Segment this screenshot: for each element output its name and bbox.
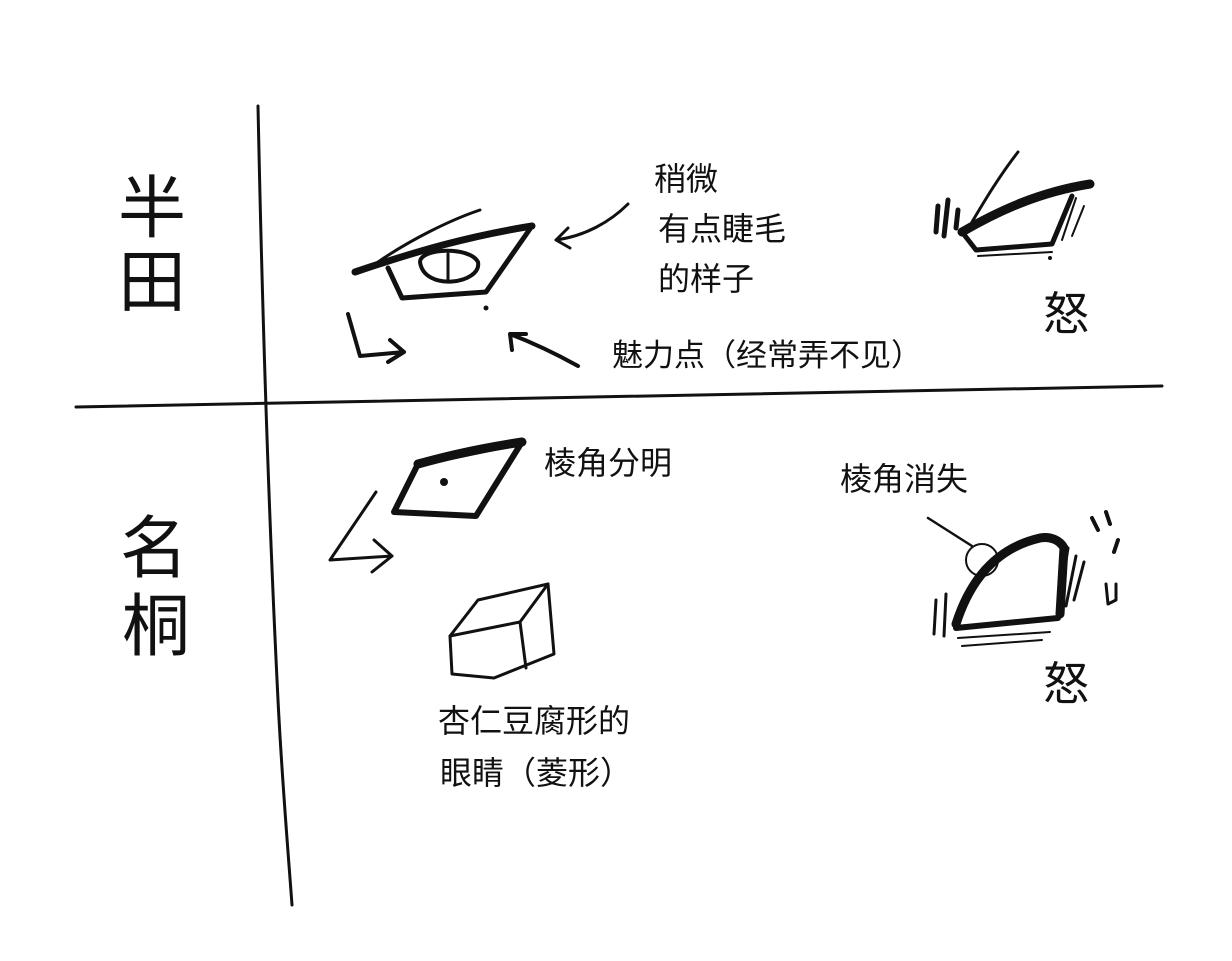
lash-note-3: 的样子 [658, 260, 754, 298]
eye-corner-arrow-bottom [328, 490, 394, 574]
sharp-corners-note: 棱角分明 [544, 444, 672, 482]
charm-point-arrow [508, 332, 580, 368]
lash-note-2: 有点睫毛 [658, 210, 786, 248]
angry-label-top: 怒 [1043, 287, 1089, 341]
corners-vanish-note: 棱角消失 [840, 460, 968, 498]
vertical-divider [256, 104, 294, 907]
handa-angry-eye-drawing [933, 150, 1095, 260]
lash-arrow [554, 202, 630, 250]
almond-tofu-cube-drawing [448, 582, 556, 680]
eye-corner-arrow [346, 312, 406, 364]
angry-label-bottom: 怒 [1043, 657, 1089, 711]
lash-note-1: 稍微 [654, 160, 718, 198]
row-label-top-1: 半 [118, 170, 186, 249]
nagiri-angry-eye-drawing [926, 510, 1120, 647]
horizontal-divider [74, 384, 1164, 409]
nagiri-eye-drawing [391, 437, 527, 519]
almond-note-1: 杏仁豆腐形的 [438, 702, 630, 740]
row-label-bottom-2: 桐 [122, 588, 190, 667]
row-label-top-2: 田 [118, 244, 186, 323]
row-label-bottom-1: 名 [120, 510, 188, 589]
almond-note-2: 眼睛（菱形） [440, 754, 632, 792]
handa-eye-drawing [351, 208, 536, 311]
charm-point-note: 魅力点（经常弄不见） [612, 338, 922, 374]
